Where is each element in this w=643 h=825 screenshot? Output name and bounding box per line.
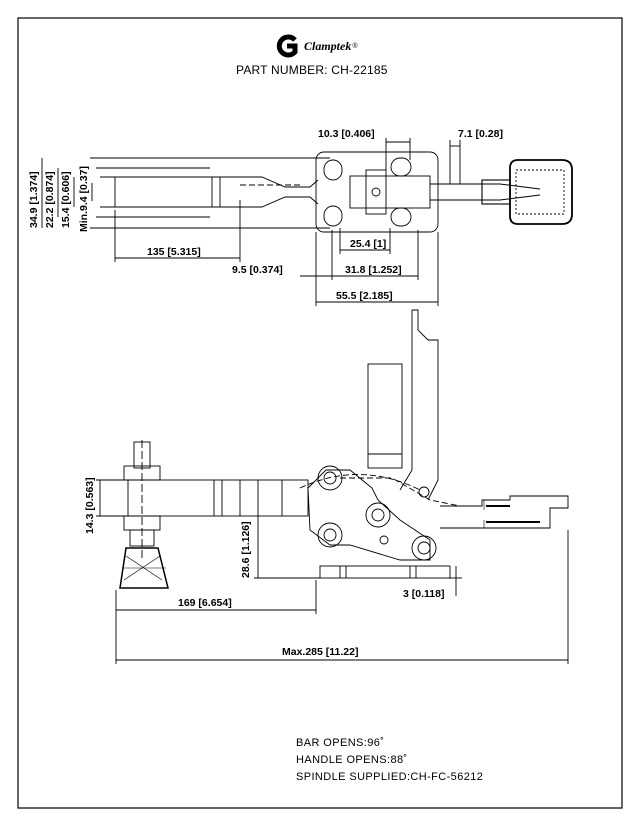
part-number-line: PART NUMBER: CH-22185 (236, 63, 388, 77)
dim-top-slot-spacing: 10.3 [0.406] (318, 128, 375, 140)
dim-top-base-length: 55.5 [2.185] (336, 290, 393, 302)
brand-logo: Clamptek ® (275, 32, 358, 60)
dim-top-overall-width: 34.9 [1.374] (28, 171, 40, 228)
dim-top-min-slot: Min.9.4 [0.37] (78, 166, 90, 232)
note-spindle-supplied: SPINDLE SUPPLIED:CH-FC-56212 (296, 771, 484, 783)
dim-top-handle-offset: 7.1 [0.28] (458, 128, 503, 140)
brand-registered-mark: ® (352, 42, 358, 50)
dim-side-base-thickness: 3 [0.118] (403, 588, 445, 600)
side-view (96, 309, 569, 664)
dim-side-max-length: Max.285 [11.22] (282, 646, 359, 658)
dim-side-bar-height: 14.3 [0.563] (84, 477, 96, 534)
dim-top-bar-length: 135 [5.315] (147, 246, 201, 258)
part-number-value: CH-22185 (331, 63, 388, 77)
brand-name: Clamptek (304, 38, 352, 53)
top-view (41, 138, 573, 306)
note-bar-opens: BAR OPENS:96˚ (296, 737, 385, 749)
dim-top-width-2: 22.2 [0.874] (44, 171, 56, 228)
part-number-label: PART NUMBER: (236, 63, 328, 77)
specification-notes: BAR OPENS:96˚ HANDLE OPENS:88˚ SPINDLE S… (296, 735, 483, 786)
dim-top-hole-span: 31.8 [1.252] (345, 264, 402, 276)
note-handle-opens: HANDLE OPENS:88˚ (296, 754, 408, 766)
dim-top-hole-spacing: 25.4 [1] (350, 238, 387, 250)
dim-top-offset: 9.5 [0.374] (232, 264, 283, 276)
dim-side-bar-elevation: 28.6 [1.126] (240, 521, 252, 578)
clamptek-logo-icon (276, 34, 298, 58)
dim-side-reach: 169 [6.654] (178, 597, 232, 609)
dim-top-width-3: 15.4 [0.606] (60, 171, 72, 228)
